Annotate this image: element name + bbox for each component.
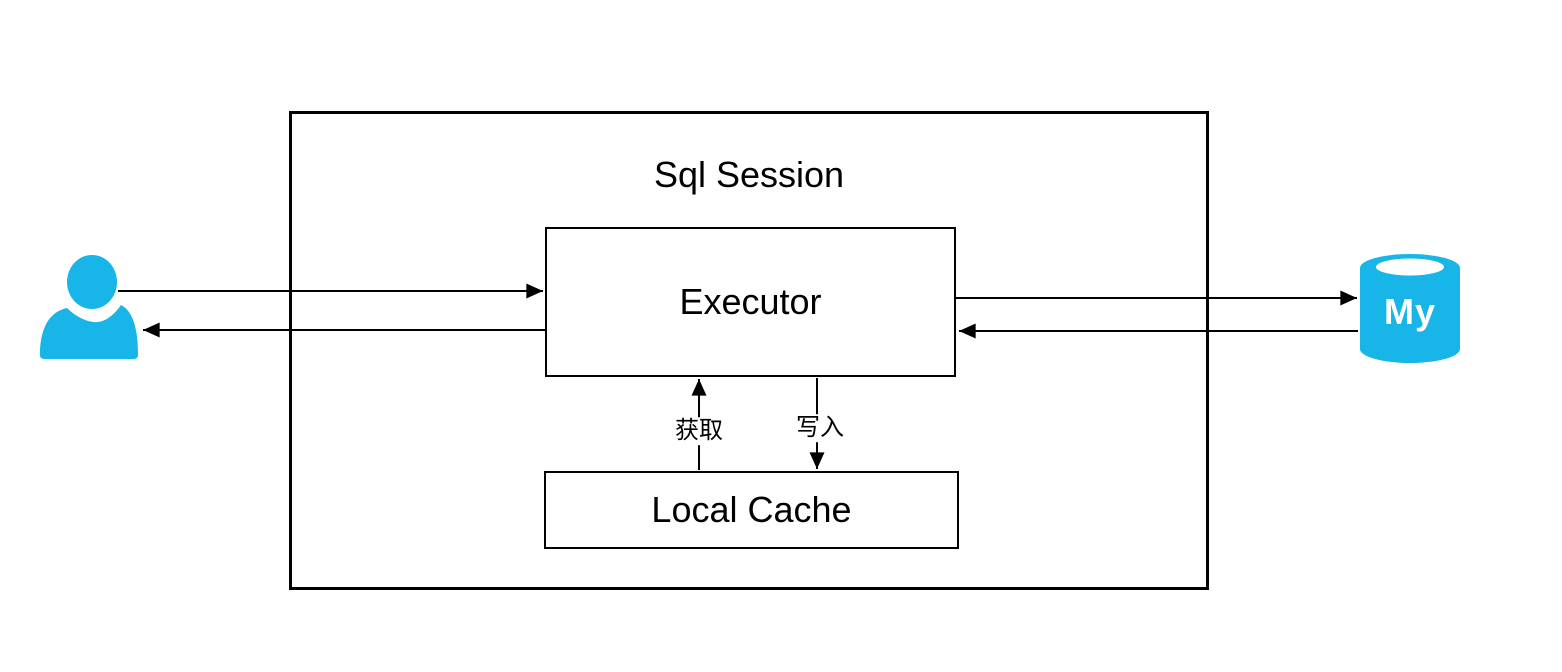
mysql-icon-label: My: [1384, 291, 1436, 332]
mysql-database-icon: My: [1360, 254, 1460, 363]
fetch-edge-label: 获取: [672, 417, 726, 445]
sql-session-box: [289, 111, 1209, 590]
mysql-cylinder-body: [1360, 268, 1460, 363]
executor-label: Executor: [679, 281, 822, 322]
user-icon-head: [67, 255, 117, 309]
executor-box: Executor: [545, 227, 956, 377]
diagram-arrows: [118, 283, 1358, 470]
local-cache-label: Local Cache: [651, 489, 852, 530]
write-edge-label: 写入: [793, 414, 847, 442]
sql-session-title: Sql Session: [653, 154, 845, 195]
user-icon-body: [40, 305, 138, 359]
local-cache-box: Local Cache: [544, 471, 959, 549]
user-icon: [40, 255, 138, 359]
mysql-cylinder-top-inner: [1376, 258, 1444, 276]
